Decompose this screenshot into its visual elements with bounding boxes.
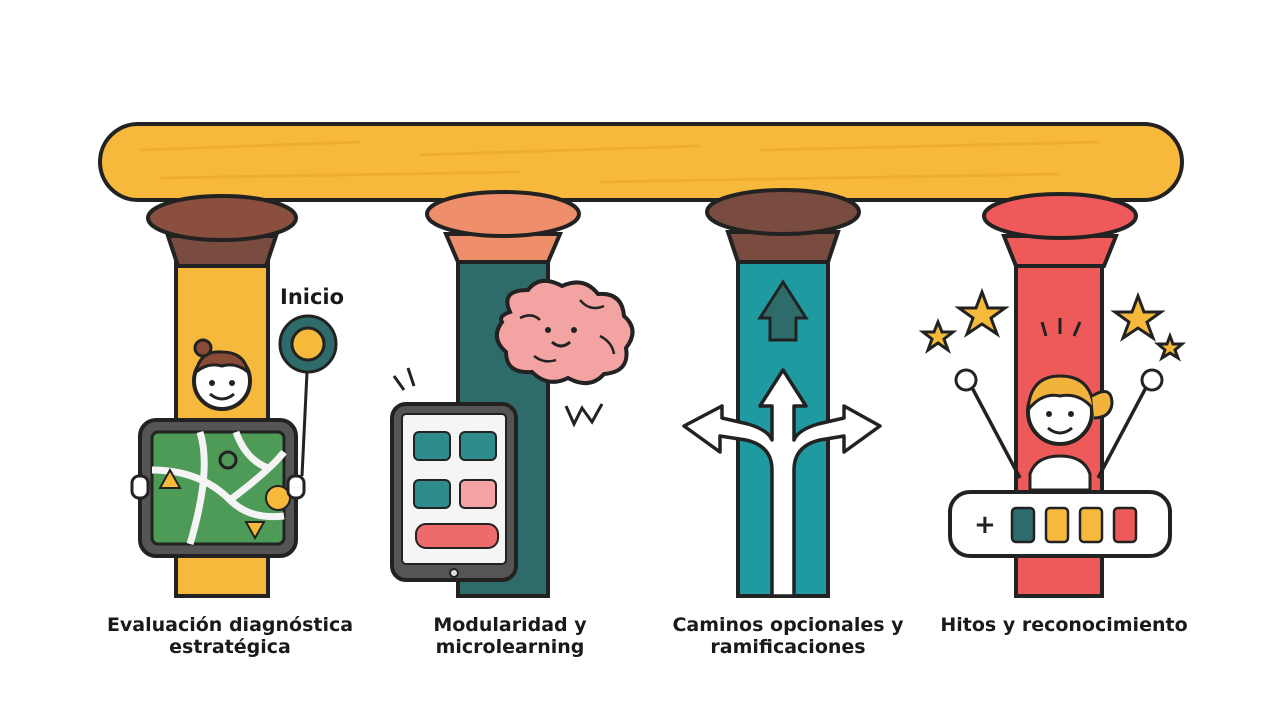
pillar-diagnostic	[130, 194, 338, 598]
caption-paths-line2: ramificaciones	[710, 636, 866, 658]
up-arrow-icon	[757, 279, 809, 342]
caption-diagnostic: Evaluación diagnóstica estratégica	[100, 614, 360, 658]
progress-plus-text: +	[974, 510, 996, 540]
caption-diagnostic-line2: estratégica	[169, 636, 291, 658]
map-icon	[130, 418, 306, 558]
caption-modularity: Modularidad y microlearning	[380, 614, 640, 658]
caption-milestones: Hitos y reconocimiento	[934, 614, 1194, 636]
progress-bar: +	[948, 490, 1172, 558]
star-icon	[918, 287, 1187, 362]
start-label: Inicio	[280, 285, 345, 309]
caption-paths-line1: Caminos opcionales y	[672, 614, 904, 636]
celebrating-student-icon	[954, 318, 1164, 492]
caption-modularity-line1: Modularidad y	[433, 614, 587, 636]
caption-paths: Caminos opcionales y ramificaciones	[658, 614, 918, 658]
start-pin-icon	[278, 314, 338, 477]
caption-modularity-line2: microlearning	[435, 636, 585, 658]
roof-beam	[98, 122, 1184, 202]
tablet-icon	[390, 367, 518, 582]
branching-arrows-icon	[682, 368, 882, 598]
student-icon	[192, 338, 252, 411]
pillar-modularity	[390, 190, 635, 598]
pillar-paths	[682, 188, 882, 598]
caption-milestones-line1: Hitos y reconocimiento	[940, 614, 1188, 636]
pillar-milestones: +	[918, 192, 1187, 598]
brain-icon	[494, 278, 635, 428]
caption-diagnostic-line1: Evaluación diagnóstica	[106, 614, 354, 636]
